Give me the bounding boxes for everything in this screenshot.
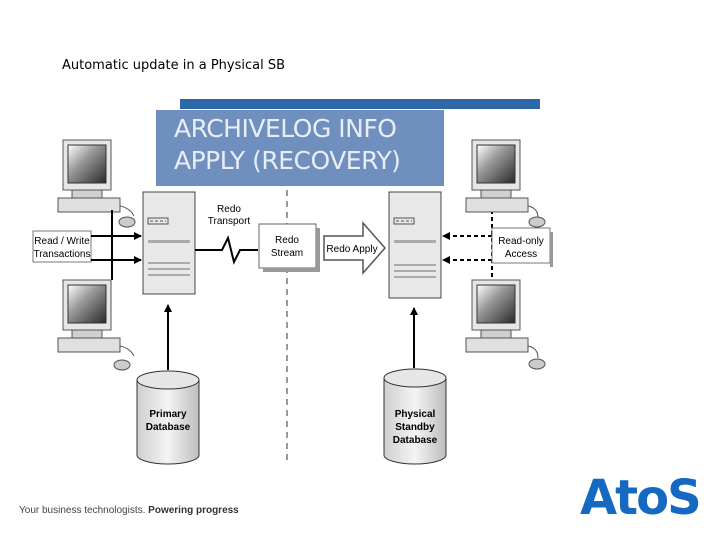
standby-db-label-3: Database <box>393 435 438 446</box>
slide-title: Automatic update in a Physical SB <box>62 58 286 73</box>
primary-server-icon <box>142 191 196 295</box>
read-only-box <box>491 227 551 264</box>
read-only-label-2: Access <box>505 249 537 260</box>
standby-db-label-2: Standby <box>395 422 435 433</box>
primary-db-label-2: Database <box>146 422 191 433</box>
atos-logo: AtoS <box>580 470 702 526</box>
read-only-label-1: Read-only <box>498 236 544 247</box>
client-computer-top-right-icon <box>465 139 546 228</box>
redo-apply-label: Redo Apply <box>326 244 377 255</box>
overlay-line-2: APPLY (RECOVERY) <box>174 146 401 175</box>
client-computer-top-left-icon <box>57 139 136 228</box>
redo-apply-arrow <box>323 221 386 275</box>
overlay-text: ARCHIVELOG INFO APPLY (RECOVERY) <box>174 113 401 177</box>
standby-server-icon <box>388 191 442 299</box>
client-computer-bottom-left-icon <box>57 279 135 371</box>
overlay-box <box>156 110 444 186</box>
redo-stream-box <box>258 223 317 269</box>
read-write-box <box>32 230 92 263</box>
redo-stream-label-1: Redo <box>275 235 299 246</box>
primary-database-icon <box>136 370 200 465</box>
read-write-label-2: Transactions <box>34 249 91 260</box>
title-accent-bar <box>180 99 540 109</box>
slogan-text: Powering progress <box>148 505 239 516</box>
overlay-line-1: ARCHIVELOG INFO <box>174 114 397 143</box>
footer-tagline: Your business technologists. Powering pr… <box>19 505 239 516</box>
redo-stream-label-2: Stream <box>271 248 303 259</box>
redo-transport-label-2: Transport <box>208 216 251 227</box>
tagline-text: Your business technologists. <box>19 505 146 516</box>
read-write-label-1: Read / Write <box>34 236 90 247</box>
redo-transport-label-1: Redo <box>217 204 241 215</box>
client-computer-bottom-right-icon <box>465 279 546 370</box>
standby-db-label-1: Physical <box>395 409 436 420</box>
standby-database-icon <box>383 368 447 465</box>
primary-db-label-1: Primary <box>149 409 187 420</box>
redo-transport-line <box>195 235 258 265</box>
